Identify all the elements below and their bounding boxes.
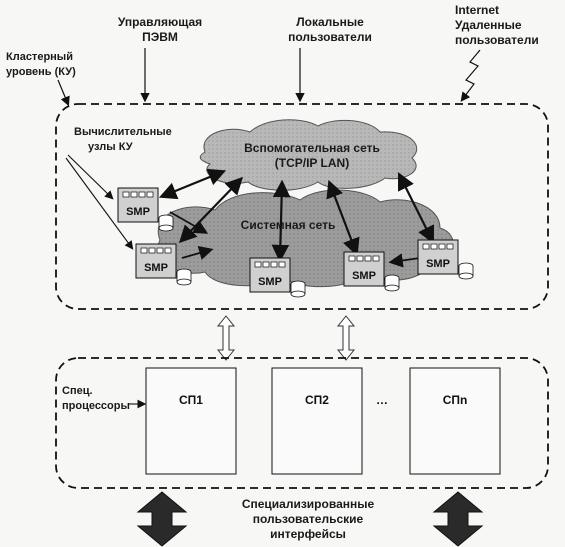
special-interface-arrow-left xyxy=(136,491,188,547)
local-users-label-line2: пользователи xyxy=(288,30,372,44)
control-pc-label-line1: Управляющая xyxy=(118,15,202,29)
local-users-label-line1: Локальные xyxy=(296,15,364,29)
smp1-sysnet-link xyxy=(169,211,209,234)
cluster-level-label-line1: Кластерный xyxy=(6,51,73,63)
compute-nodes-label-line2: узлы КУ xyxy=(88,141,133,153)
sp-box-n-label: СПn xyxy=(443,393,468,407)
sp-box-2: СП2 xyxy=(271,367,363,475)
cluster-level-box xyxy=(55,103,549,310)
cluster-sp-link-right xyxy=(336,315,356,361)
compute-nodes-arrow-2 xyxy=(65,157,134,250)
smp-node-2-label: SMP xyxy=(144,262,168,274)
internet-label-line3: пользователи xyxy=(455,33,539,47)
sp-box-1: СП1 xyxy=(145,367,237,475)
control-pc-label-line2: ПЭВМ xyxy=(142,30,178,44)
internet-label-line2: Удаленные xyxy=(455,18,522,32)
sp-ellipsis: … xyxy=(376,393,388,407)
smp-node-4: SMP xyxy=(343,251,400,292)
cluster-level-label-line2: уровень (КУ) xyxy=(6,66,76,78)
special-if-label-line1: Специализированные xyxy=(242,497,375,511)
auxiliary-network-cloud xyxy=(199,119,418,191)
sp-box-1-label: СП1 xyxy=(179,393,203,407)
spec-proc-label-line1: Спец. xyxy=(62,385,93,397)
special-if-label-line3: интерфейсы xyxy=(270,527,346,541)
sp-box-2-label: СП2 xyxy=(305,393,329,407)
aux-smp3-link xyxy=(271,179,291,263)
special-if-label-line2: пользовательские xyxy=(253,512,364,526)
aux-smp1-link xyxy=(158,168,227,200)
internet-zigzag-arrow xyxy=(460,49,481,102)
smp-node-1: SMP xyxy=(117,187,174,232)
system-network-label: Системная сеть xyxy=(241,218,336,232)
sp-box-n: СПn xyxy=(409,367,501,475)
smp-node-2: SMP xyxy=(135,243,192,286)
smp-node-3: SMP xyxy=(249,257,306,298)
smp-node-4-label: SMP xyxy=(352,270,376,282)
cluster-sp-link-left xyxy=(216,315,236,361)
aux-network-label-line2: (TCP/IP LAN) xyxy=(275,156,349,170)
smp4-sysnet-link xyxy=(388,253,421,268)
smp2-sysnet-link xyxy=(181,246,214,260)
smp-node-5-label: SMP xyxy=(426,258,450,270)
aux-smp4-link xyxy=(326,179,360,257)
aux-network-label-line1: Вспомогательная сеть xyxy=(244,141,380,155)
internet-label-line1: Internet xyxy=(455,3,499,17)
system-network-cloud xyxy=(157,189,454,288)
spec-proc-label-line2: процессоры xyxy=(62,400,130,412)
special-processors-box xyxy=(55,357,549,489)
special-interface-arrow-right xyxy=(432,491,484,547)
aux-smp5-link xyxy=(398,172,434,244)
aux-smp2-link xyxy=(178,176,244,244)
smp-node-3-label: SMP xyxy=(258,276,282,288)
smp-node-5: SMP xyxy=(417,239,474,280)
cluster-level-arrow xyxy=(57,79,70,107)
compute-nodes-arrow-1 xyxy=(67,154,114,200)
smp-node-1-label: SMP xyxy=(126,206,150,218)
compute-nodes-label-line1: Вычислительные xyxy=(74,126,172,138)
